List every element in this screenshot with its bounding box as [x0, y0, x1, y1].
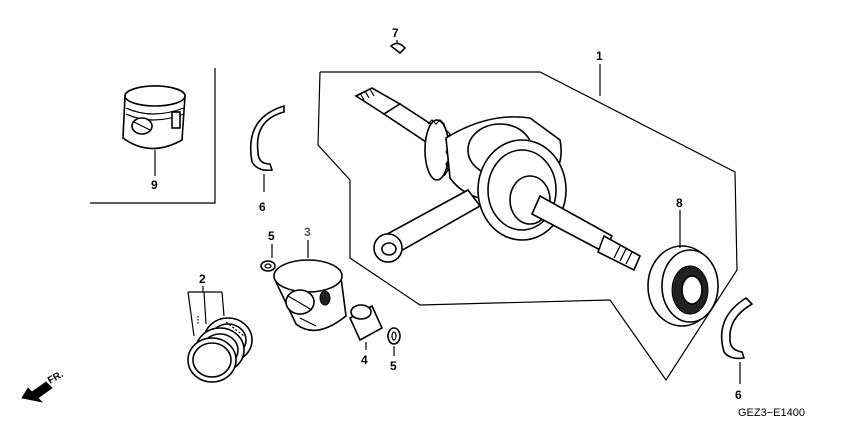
callout-6-lower: 6 [735, 388, 742, 402]
callout-1: 1 [596, 49, 603, 63]
piston-pin-clip-5-upper: 5 [260, 229, 276, 272]
piston-pin-4: 4 [348, 304, 384, 367]
callout-6-upper: 6 [259, 200, 266, 214]
bearing-8: 8 [647, 196, 719, 327]
piston-assembly-inset: 9 [90, 68, 216, 204]
callout-3: 3 [304, 225, 311, 239]
callout-5-upper: 5 [268, 229, 275, 243]
callout-7: 7 [392, 26, 399, 40]
piston-rings-2: 2 [187, 272, 253, 383]
front-direction-marker: FR. [21, 369, 66, 403]
piston-assembly-9 [122, 85, 186, 150]
callout-2: 2 [199, 272, 206, 286]
piston-pin-clip-5-lower: 5 [387, 327, 401, 373]
circlip-6-upper: 6 [250, 104, 285, 214]
crankshaft-assembly-outline [317, 71, 738, 382]
woodruff-key-7: 7 [389, 26, 407, 55]
circlip-6-lower: 6 [720, 296, 754, 402]
figure-code: GEZ3−E1400 [738, 407, 805, 419]
callout-9: 9 [151, 178, 158, 192]
callout-5-lower: 5 [390, 359, 397, 373]
callout-8: 8 [676, 196, 683, 210]
front-direction-label: FR. [46, 369, 66, 387]
callout-4: 4 [361, 353, 368, 367]
crankshaft-1: 1 [354, 49, 642, 272]
piston-3: 3 [273, 225, 347, 332]
